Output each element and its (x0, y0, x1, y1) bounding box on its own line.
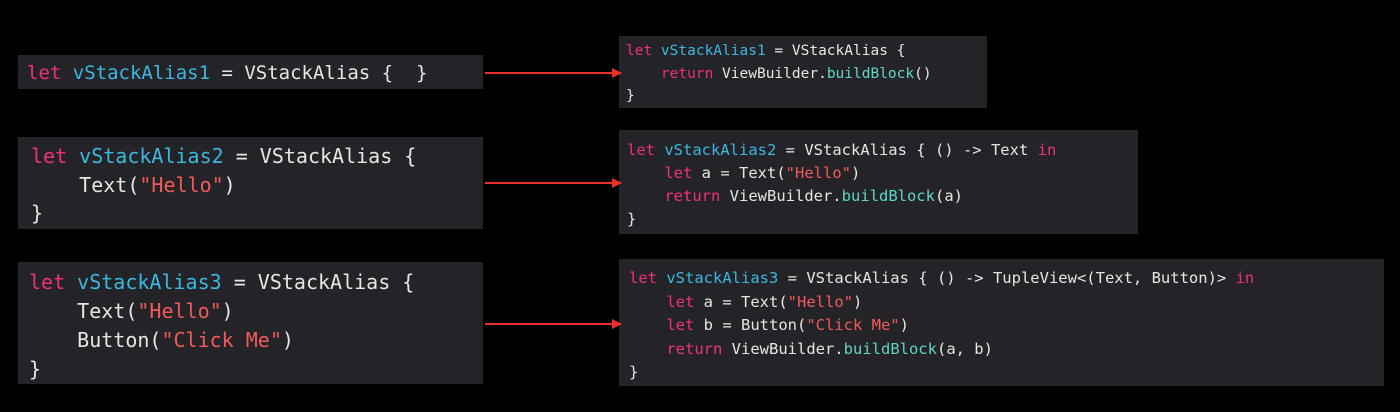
function-name: buildBlock (843, 339, 937, 358)
code-text: (a) (934, 187, 963, 205)
code-line: let vStackAlias1 = VStackAlias { } (27, 62, 483, 84)
keyword-let: let (31, 144, 68, 168)
source-code-box-1: let vStackAlias1 = VStackAlias { } (18, 55, 483, 89)
code-text: ) (223, 172, 236, 197)
code-text: a = Text( (692, 164, 786, 182)
code-line: } (629, 363, 639, 381)
code-text: Button( (29, 328, 162, 352)
code-line: let vStackAlias3 = VStackAlias { () -> T… (629, 267, 1384, 291)
keyword-let: let (626, 43, 653, 59)
source-code-box-3: let vStackAlias3 = VStackAlias { Text("H… (18, 262, 483, 384)
expanded-code-box-2: let vStackAlias2 = VStackAlias { () -> T… (619, 130, 1138, 234)
code-text: a = Text( (694, 292, 788, 311)
code-line: let a = Text("Hello") (629, 291, 1384, 315)
code-line: } (31, 201, 44, 225)
keyword-let: let (27, 62, 62, 84)
code-line: return ViewBuilder.buildBlock(a) (627, 185, 1138, 208)
code-text: () (914, 65, 932, 82)
string-literal: "Click Me" (806, 316, 900, 334)
string-literal: "Hello" (137, 299, 222, 323)
code-line: let vStackAlias2 = VStackAlias { (31, 142, 483, 171)
code-text: ) (281, 328, 294, 352)
variable-name: vStackAlias1 (652, 43, 766, 59)
keyword-let: let (627, 141, 655, 159)
code-text: ViewBuilder. (713, 65, 827, 82)
code-text: ViewBuilder. (720, 187, 842, 205)
variable-name: vStackAlias3 (657, 269, 779, 287)
code-text: ) (221, 299, 234, 323)
code-line: let vStackAlias3 = VStackAlias { (29, 268, 483, 297)
code-text: = VStackAlias { () -> TupleView<(Text, B… (778, 269, 1236, 287)
code-text: = VStackAlias { (223, 144, 417, 168)
function-name: buildBlock (826, 65, 915, 82)
keyword-in: in (1235, 269, 1255, 287)
variable-name: vStackAlias1 (61, 62, 211, 84)
code-line: } (626, 88, 635, 104)
source-code-box-2: let vStackAlias2 = VStackAlias { Text("H… (18, 137, 483, 229)
code-text: Text( (29, 299, 138, 323)
keyword-return: return (629, 339, 723, 358)
code-text: ViewBuilder. (722, 339, 844, 358)
code-text: b = Button( (694, 316, 807, 334)
code-line: Text("Hello") (29, 297, 483, 326)
code-text: ) (899, 316, 909, 334)
string-literal: "Hello" (785, 164, 851, 182)
code-text: = VStackAlias { } (210, 62, 428, 84)
expanded-code-box-1: let vStackAlias1 = VStackAlias { return … (619, 36, 987, 108)
keyword-return: return (626, 65, 714, 82)
variable-name: vStackAlias2 (67, 144, 224, 168)
variable-name: vStackAlias2 (655, 141, 777, 159)
code-line: let vStackAlias1 = VStackAlias { (626, 40, 987, 63)
code-text: ) (852, 292, 863, 311)
code-text: Text( (31, 172, 140, 197)
function-name: buildBlock (841, 187, 935, 205)
code-text: ) (850, 164, 861, 182)
code-line: Text("Hello") (31, 171, 483, 200)
keyword-let: let (629, 269, 657, 287)
code-line: return ViewBuilder.buildBlock(a, b) (629, 338, 1384, 362)
code-text: (a, b) (936, 339, 993, 358)
code-line: let a = Text("Hello") (627, 162, 1138, 185)
code-line: } (627, 210, 637, 228)
keyword-return: return (627, 187, 721, 205)
code-line: Button("Click Me") (29, 326, 483, 355)
keyword-let: let (629, 316, 695, 334)
code-line: return ViewBuilder.buildBlock() (626, 63, 987, 86)
string-literal: "Hello" (139, 172, 224, 197)
keyword-let: let (627, 164, 693, 182)
code-line: } (29, 357, 42, 381)
string-literal: "Click Me" (161, 328, 282, 352)
variable-name: vStackAlias3 (65, 270, 222, 294)
keyword-let: let (29, 270, 66, 294)
code-text: = VStackAlias { (765, 43, 906, 59)
expanded-code-box-3: let vStackAlias3 = VStackAlias { () -> T… (619, 259, 1384, 386)
keyword-let: let (629, 292, 695, 311)
keyword-in: in (1037, 141, 1057, 159)
code-line: let vStackAlias2 = VStackAlias { () -> T… (627, 139, 1138, 162)
code-text: = VStackAlias { (221, 270, 415, 294)
string-literal: "Hello" (787, 292, 853, 311)
code-text: = VStackAlias { () -> Text (776, 141, 1038, 159)
code-line: let b = Button("Click Me") (629, 314, 1384, 338)
